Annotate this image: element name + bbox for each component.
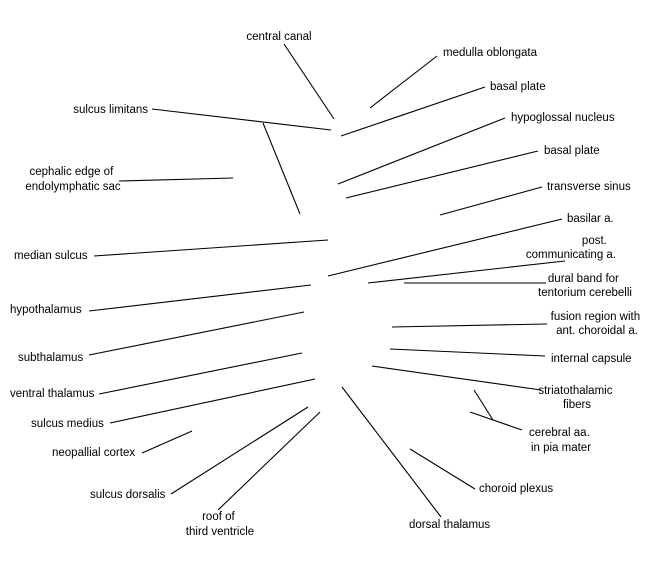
label-dural-band-line2: tentorium cerebelli [538,287,632,299]
label-sulcus-medius: sulcus medius [31,418,104,430]
leader-sulcus-medius [109,378,316,424]
label-hypoglossal-nucleus: hypoglossal nucleus [511,112,615,124]
leader-subthalamus [88,311,305,356]
leader-sulcus-limitans-branch [262,122,301,215]
leader-post-communicating-a [367,260,566,284]
label-ventral-thalamus: ventral thalamus [10,388,95,400]
label-cerebral-aa-line1: cerebral aa. [529,427,590,439]
leader-hypothalamus [88,284,312,312]
leader-sulcus-limitans [151,108,332,131]
leader-cerebral-aa-branch [473,389,494,421]
label-central-canal: central canal [246,31,311,43]
label-fusion-region-line2: ant. choroidal a. [556,325,638,337]
leader-medulla-oblongata [369,55,438,109]
label-basal-plate-1: basal plate [490,81,546,93]
label-post-communicating-a-line1: post. [582,235,607,247]
label-cephalic-edge-line1: cephalic edge of [30,166,115,178]
label-cephalic-edge: cephalic edge of endolymphatic sac [25,166,120,193]
label-median-sulcus: median sulcus [14,250,88,262]
label-sulcus-limitans: sulcus limitans [73,104,148,116]
label-cephalic-edge-line2: endolymphatic sac [25,181,120,193]
leader-choroid-plexus [409,448,476,490]
label-cerebral-aa: cerebral aa. in pia mater [529,427,593,454]
label-medulla-oblongata: medulla oblongata [443,47,538,59]
label-transverse-sinus: transverse sinus [547,181,631,193]
label-subthalamus: subthalamus [18,352,83,364]
leader-cephalic-edge [118,177,234,182]
leader-basilar-a [327,218,563,277]
leader-roof-third-ventricle [217,411,321,511]
leader-dorsal-thalamus [341,386,442,518]
leader-cerebral-aa [469,411,523,431]
labels: central canal medulla oblongata basal pl… [10,31,644,538]
label-striatothalamic-fibers-line1: striatothalamic [538,385,612,397]
leader-internal-capsule [389,348,546,357]
leader-basal-plate-1 [340,86,486,137]
label-sulcus-dorsalis: sulcus dorsalis [90,489,166,501]
label-post-communicating-a-line2: communicating a. [526,249,616,261]
label-dural-band-line1: dural band for [548,273,619,285]
leader-ventral-thalamus [98,352,303,395]
label-cerebral-aa-line2: in pia mater [531,442,591,454]
leader-central-canal [283,43,335,120]
label-post-communicating-a: post. communicating a. [526,235,616,261]
label-dural-band: dural band for tentorium cerebelli [538,273,632,299]
label-striatothalamic-fibers-line2: fibers [563,399,591,411]
label-dorsal-thalamus: dorsal thalamus [409,519,490,531]
leader-lines [88,43,566,518]
label-choroid-plexus: choroid plexus [479,483,553,495]
label-hypothalamus: hypothalamus [10,304,82,316]
label-internal-capsule: internal capsule [551,353,632,365]
label-neopallial-cortex: neopallial cortex [52,447,135,459]
leader-basal-plate-2 [345,150,539,199]
label-basal-plate-2: basal plate [544,145,600,157]
leader-fusion-region [391,323,548,328]
label-basilar-a: basilar a. [567,213,614,225]
label-roof-third-ventricle-line2: third ventricle [186,526,254,538]
leader-neopallial-cortex [141,430,193,454]
label-fusion-region-line1: fusion region with [551,311,641,323]
label-roof-third-ventricle: roof of third ventricle [186,511,254,538]
leader-hypoglossal-nucleus [337,117,506,185]
leader-transverse-sinus [439,186,543,216]
label-striatothalamic-fibers: striatothalamic fibers [538,385,615,411]
leader-median-sulcus [93,239,329,257]
leader-sulcus-dorsalis [170,406,309,495]
label-roof-third-ventricle-line1: roof of [202,511,235,523]
label-fusion-region: fusion region with ant. choroidal a. [551,311,644,337]
leader-striatothalamic-fibers [371,365,542,391]
